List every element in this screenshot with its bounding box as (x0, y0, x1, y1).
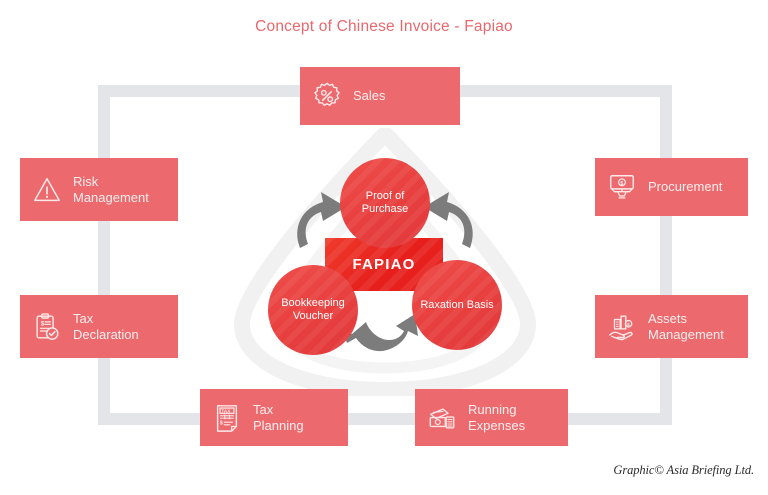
box-running-expenses[interactable]: Running Expenses (415, 389, 568, 446)
svg-text:$: $ (620, 181, 623, 187)
cash-money-icon (429, 407, 455, 428)
arrow-right-icon (424, 192, 473, 248)
warning-triangle-icon (34, 177, 60, 201)
circle-raxation-basis-label: Raxation Basis (420, 298, 494, 311)
circle-bookkeeping-voucher[interactable]: Bookkeeping Voucher (268, 265, 358, 355)
box-tax-declaration[interactable]: $ Tax Declaration (20, 295, 178, 358)
box-procurement-label: Procurement (648, 179, 723, 195)
svg-text:$: $ (220, 420, 224, 426)
box-sales-label: Sales (353, 88, 386, 104)
arrow-bottom-icon (340, 314, 418, 352)
svg-text:$: $ (41, 320, 45, 327)
hand-assets-icon: $ (609, 315, 633, 340)
svg-text:$: $ (627, 321, 630, 326)
online-shopping-icon: $ (610, 175, 634, 199)
tax-document-icon: TAX $ (216, 404, 238, 432)
box-risk-management-label: Risk Management (73, 174, 149, 205)
circle-proof-of-purchase-label: Proof of Purchase (361, 190, 409, 215)
fapiao-core-label: FAPIAO (352, 256, 416, 273)
box-assets-management[interactable]: $ Assets Management (595, 295, 748, 358)
circle-raxation-basis[interactable]: Raxation Basis (412, 260, 502, 350)
box-running-expenses-label: Running Expenses (468, 402, 526, 433)
box-procurement[interactable]: $ Procurement (595, 158, 748, 216)
clipboard-check-icon: $ (36, 312, 59, 340)
box-tax-planning[interactable]: TAX $ Tax Planning (200, 389, 348, 446)
graphic-credit: Graphic© Asia Briefing Ltd. (613, 463, 754, 477)
box-sales[interactable]: Sales (300, 67, 460, 125)
box-assets-management-label: Assets Management (648, 311, 724, 342)
box-risk-management[interactable]: Risk Management (20, 158, 178, 221)
box-tax-declaration-label: Tax Declaration (73, 311, 139, 342)
box-tax-planning-label: Tax Planning (253, 402, 304, 433)
circle-bookkeeping-voucher-label: Bookkeeping Voucher (281, 297, 345, 322)
cycle-arrows-group (297, 192, 473, 352)
arrow-left-icon (297, 192, 346, 248)
circle-proof-of-purchase[interactable]: Proof of Purchase (340, 158, 430, 248)
svg-text:TAX: TAX (221, 408, 231, 413)
percent-badge-icon (314, 82, 340, 107)
page-title: Concept of Chinese Invoice - Fapiao (255, 18, 513, 35)
